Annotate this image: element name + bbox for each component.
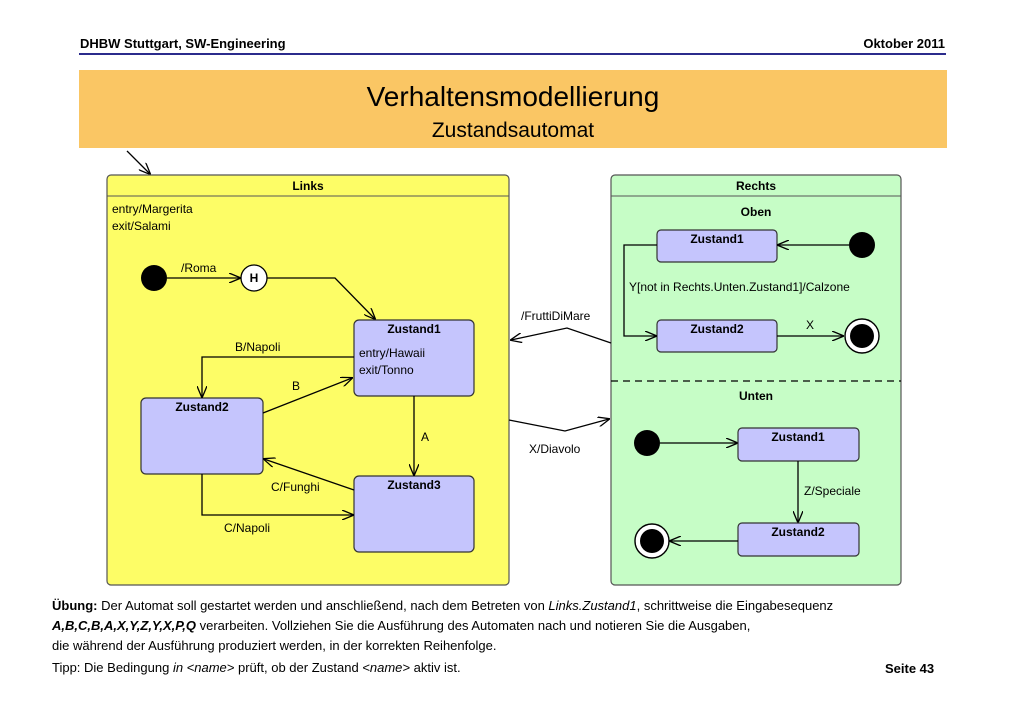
svg-text:Zustand1: Zustand1 <box>690 232 744 246</box>
transition-oben-y-label: Y[not in Rechts.Unten.Zustand1]/Calzone <box>629 280 850 294</box>
transition-b <box>262 378 352 414</box>
state-links-zustand3: Zustand3 <box>353 475 475 553</box>
history-label: H <box>250 271 259 285</box>
svg-text:Zustand3: Zustand3 <box>387 478 441 492</box>
svg-text:/FruttiDiMare: /FruttiDiMare <box>521 309 591 323</box>
links-initial-pseudostate <box>141 265 167 291</box>
unten-initial-pseudostate <box>634 430 660 456</box>
region-oben-title: Oben <box>741 205 772 219</box>
transition-history-zustand1 <box>267 277 375 319</box>
state-links-zustand1: Zustand1 entry/Hawaii exit/Tonno <box>353 319 475 397</box>
region-unten-title: Unten <box>739 389 773 403</box>
transition-b-napoli <box>202 356 354 397</box>
svg-text:X: X <box>806 318 814 332</box>
state-unten-zustand2: Zustand2 <box>737 522 860 557</box>
rechts-title: Rechts <box>736 179 776 193</box>
svg-text:Zustand1: Zustand1 <box>771 430 825 444</box>
svg-text:B: B <box>292 379 300 393</box>
slide-title: Verhaltensmodellierung <box>366 81 660 112</box>
svg-text:B/Napoli: B/Napoli <box>235 340 280 354</box>
transition-oben-y <box>623 244 657 336</box>
state-oben-zustand2: Zustand2 <box>656 319 778 353</box>
transition-frutti-di-mare <box>511 327 612 344</box>
svg-text:X/Diavolo: X/Diavolo <box>529 442 581 456</box>
links-exit-action: exit/Salami <box>112 219 171 233</box>
svg-text:Zustand1: Zustand1 <box>387 322 441 336</box>
header-divider <box>79 53 946 55</box>
composite-state-rechts: Rechts Oben Unten <box>610 174 902 586</box>
state-oben-zustand1: Zustand1 <box>656 229 778 263</box>
state-unten-zustand1: Zustand1 <box>737 427 860 462</box>
state-links-zustand2: Zustand2 <box>140 397 264 475</box>
svg-text:Zustand2: Zustand2 <box>175 400 229 414</box>
svg-text:C/Napoli: C/Napoli <box>224 521 270 535</box>
oben-final-state <box>844 318 880 354</box>
svg-text:A: A <box>421 430 429 444</box>
links-title: Links <box>292 179 324 193</box>
page-number: Seite 43 <box>885 661 935 676</box>
transition-x-diavolo <box>508 419 609 432</box>
links-entry-action: entry/Margerita <box>112 202 193 216</box>
svg-text:Zustand2: Zustand2 <box>690 322 744 336</box>
transition-c-funghi <box>264 459 355 491</box>
exercise-line-3: die während der Ausführung produziert we… <box>52 638 497 653</box>
transition-roma-label: /Roma <box>181 261 217 275</box>
svg-text:Z/Speciale: Z/Speciale <box>804 484 861 498</box>
entry-arrow <box>126 150 150 174</box>
transition-c-napoli <box>201 474 353 515</box>
svg-text:entry/Hawaii: entry/Hawaii <box>359 346 425 360</box>
title-banner: Verhaltensmodellierung Zustandsautomat <box>79 70 947 148</box>
header-left: DHBW Stuttgart, SW-Engineering <box>80 36 286 51</box>
exercise-line-2: A,B,C,B,A,X,Y,Z,Y,X,P,Q verarbeiten. Vol… <box>52 618 751 633</box>
oben-initial-pseudostate <box>849 232 875 258</box>
slide-subtitle: Zustandsautomat <box>431 119 595 142</box>
svg-text:C/Funghi: C/Funghi <box>271 480 320 494</box>
svg-text:Zustand2: Zustand2 <box>771 525 825 539</box>
svg-text:exit/Tonno: exit/Tonno <box>359 363 414 377</box>
exercise-line-4: Tipp: Die Bedingung in <name> prüft, ob … <box>52 660 461 675</box>
exercise-line-1: Übung: Der Automat soll gestartet werden… <box>52 598 834 613</box>
header-right: Oktober 2011 <box>863 36 945 51</box>
unten-final-state <box>634 523 670 559</box>
